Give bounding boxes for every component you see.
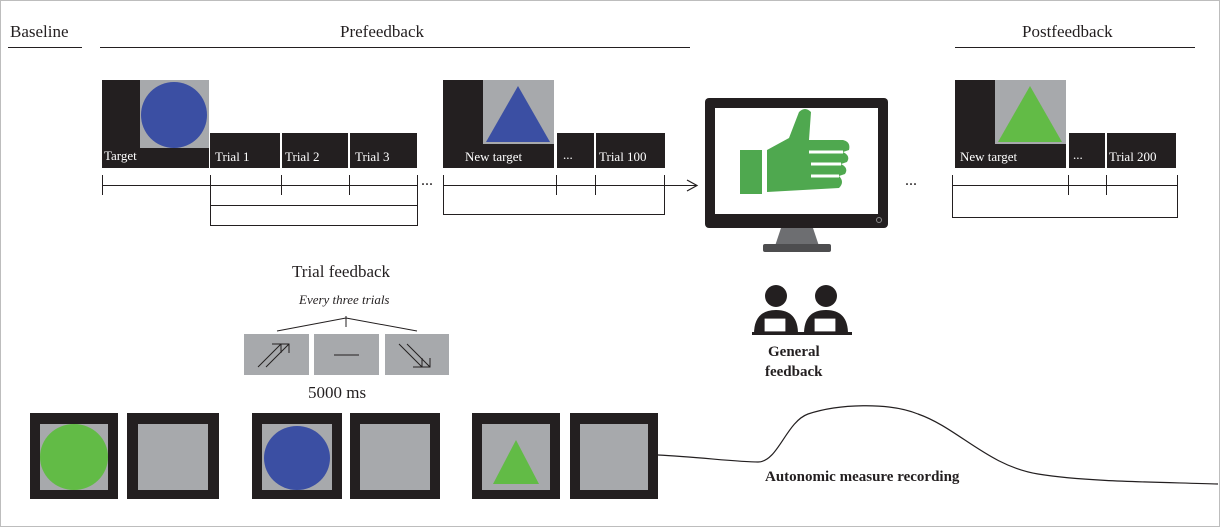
trial-feedback-subtitle: Every three trials: [299, 292, 390, 307]
new-target-bracket: [443, 214, 665, 215]
trial-feedback-title: Trial feedback: [292, 262, 391, 281]
trial-group-bracket-top: [210, 205, 418, 206]
timeline-segment-3: [952, 185, 1178, 186]
dash-icon: [334, 354, 359, 356]
trial-100-label: Trial 100: [599, 149, 647, 164]
timeline-arrowhead: [686, 179, 699, 192]
timeline-ellipsis-2: ...: [905, 172, 917, 189]
baseline-underline: [8, 47, 82, 48]
blue-triangle-stimulus: [486, 86, 550, 142]
blank-stimulus-3: [580, 424, 648, 490]
autonomic-recording-label: Autonomic measure recording: [765, 469, 960, 485]
timeline-segment-1: [102, 185, 418, 186]
timeline-ellipsis-1: ...: [421, 172, 433, 189]
trial-1-block: [210, 133, 280, 168]
target-label: Target: [104, 148, 137, 163]
timeline-tick: [952, 175, 953, 218]
trial-200-block: [1107, 133, 1176, 168]
autonomic-response-curve: [657, 405, 1219, 485]
dots-block-2: [1069, 133, 1105, 168]
dots-block-1: [557, 133, 594, 168]
timeline-segment-2: [443, 185, 697, 186]
blue-circle-stimulus-bottom: [264, 426, 330, 490]
timeline-tick: [1177, 175, 1178, 218]
timeline-tick: [1106, 175, 1107, 195]
phase-label-baseline: Baseline: [10, 22, 69, 41]
feedback-box-increase: [244, 334, 309, 375]
trial-1-label: Trial 1: [215, 149, 250, 164]
trial-3-label: Trial 3: [355, 149, 390, 164]
trial-200-label: Trial 200: [1109, 149, 1157, 164]
phase-label-prefeedback: Prefeedback: [340, 22, 425, 41]
dots-label-2: ...: [1073, 147, 1083, 162]
timeline-tick: [1068, 175, 1069, 195]
dots-label-1: ...: [563, 147, 573, 162]
trial-3-block: [350, 133, 417, 168]
blank-stimulus-1: [138, 424, 208, 490]
trial-group-bracket-bottom: [210, 225, 418, 226]
timeline-tick: [210, 175, 211, 226]
double-arrow-up-right-icon: [257, 343, 290, 368]
green-circle-stimulus: [40, 424, 108, 490]
trial-100-block: [596, 133, 665, 168]
thumbs-up-icon: [740, 109, 850, 194]
blue-circle-stimulus: [141, 82, 207, 148]
general-feedback-label-line1: General: [768, 344, 820, 360]
green-triangle-stimulus: [998, 86, 1062, 142]
prefeedback-underline: [100, 47, 690, 48]
double-arrow-down-right-icon: [398, 343, 431, 368]
phase-label-postfeedback: Postfeedback: [1022, 22, 1113, 41]
timeline-tick: [595, 175, 596, 195]
postfeedback-bracket: [952, 217, 1178, 218]
timeline-tick: [664, 175, 665, 215]
timeline-tick: [281, 175, 282, 195]
new-target-label-1: New target: [465, 149, 523, 164]
blank-stimulus-2: [360, 424, 430, 490]
green-triangle-stimulus-bottom: [493, 440, 539, 484]
feedback-duration: 5000 ms: [308, 383, 367, 402]
timeline-tick: [102, 175, 103, 195]
postfeedback-underline: [955, 47, 1195, 48]
two-people-icon: [752, 285, 852, 335]
monitor-icon: [705, 98, 888, 252]
trial-2-label: Trial 2: [285, 149, 320, 164]
general-feedback-label-line2: feedback: [765, 364, 823, 380]
new-target-label-2: New target: [960, 149, 1018, 164]
trial-2-block: [282, 133, 348, 168]
timeline-tick: [417, 175, 418, 226]
timeline-tick: [443, 175, 444, 215]
feedback-branch-lines: [276, 316, 418, 332]
timeline-tick: [556, 175, 557, 195]
timeline-tick: [349, 175, 350, 195]
